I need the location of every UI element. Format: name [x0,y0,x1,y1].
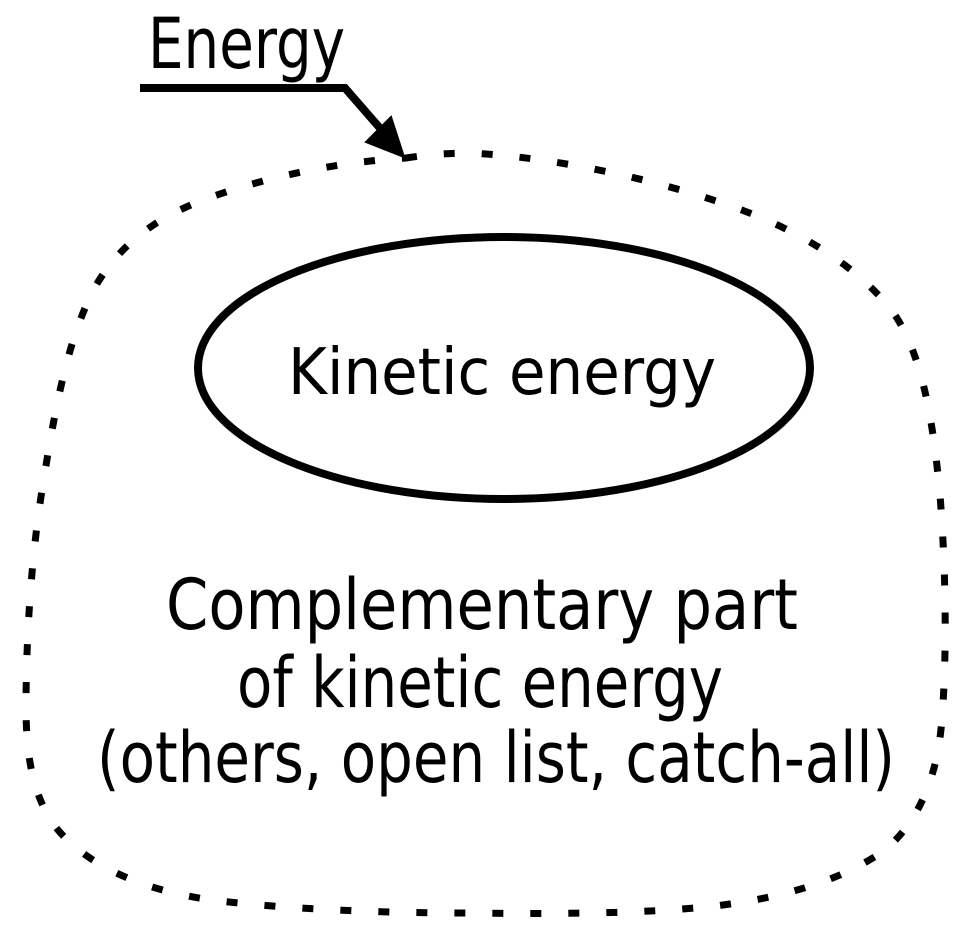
complement-label-line2: of kinetic energy [237,642,723,724]
energy-leader-line [140,84,390,138]
kinetic-energy-label: Kinetic energy [288,336,716,410]
complement-label-line1: Complementary part [166,564,798,646]
arrow-head-icon [364,115,406,159]
energy-label: Energy [148,3,345,85]
kinetic-energy-ellipse [194,233,814,503]
complement-label-line3: (others, open list, catch-all) [97,717,895,799]
energy-set-dashed-boundary [22,149,949,917]
